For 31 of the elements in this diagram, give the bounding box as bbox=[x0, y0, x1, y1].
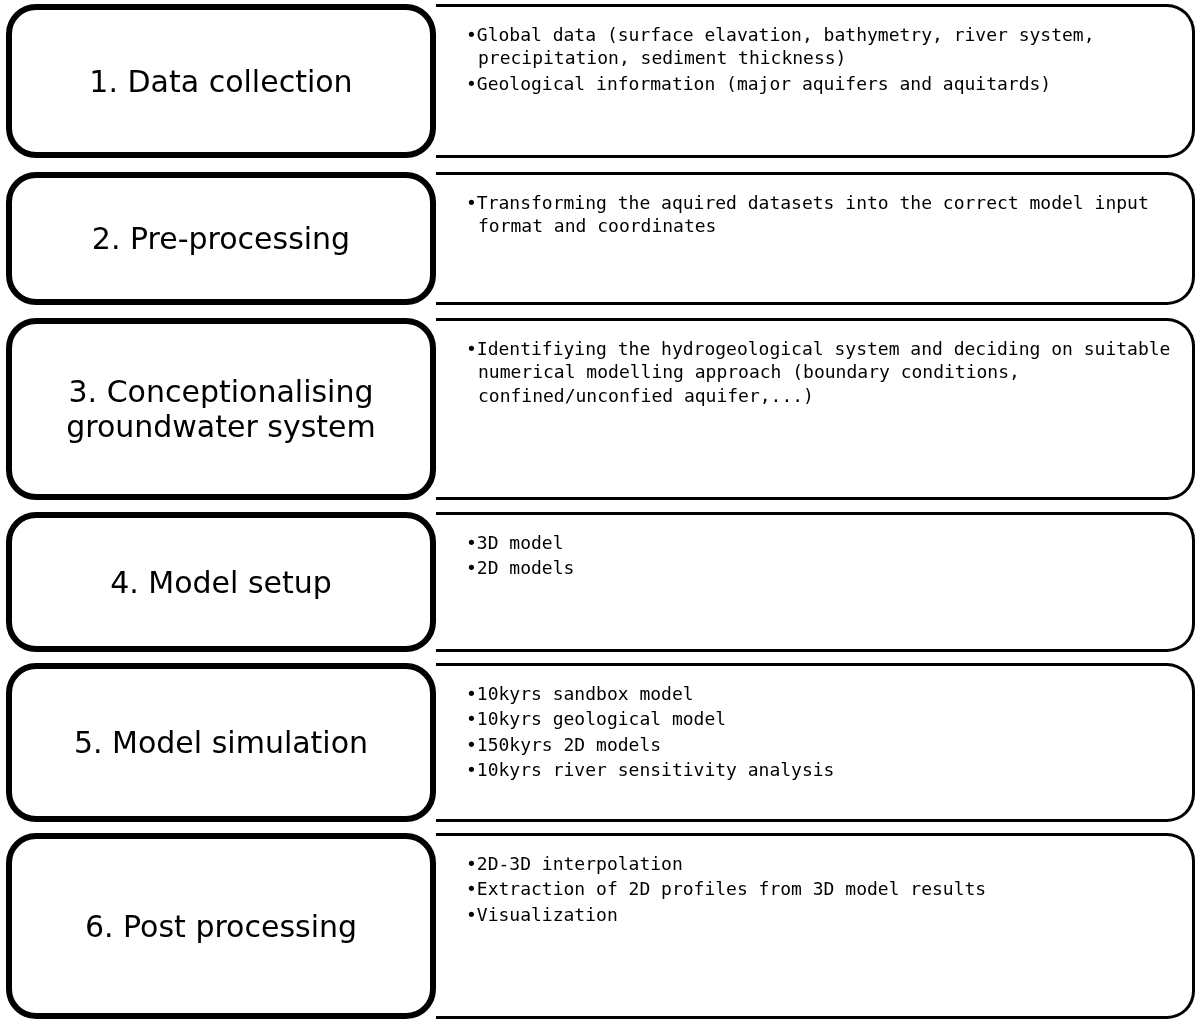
details-box bbox=[436, 172, 1195, 305]
details-box bbox=[436, 833, 1195, 1019]
step-box bbox=[6, 512, 436, 652]
step-title: 3. Conceptionalising groundwater system bbox=[65, 374, 377, 444]
step-title: 6. Post processing bbox=[84, 908, 358, 944]
bullet-item: •2D models bbox=[466, 556, 576, 580]
step-box bbox=[6, 318, 436, 500]
bullet-item: •2D-3D interpolation bbox=[466, 852, 684, 876]
step-box bbox=[6, 833, 436, 1019]
bullet-item: •Identifiying the hydrogeological system and deciding on suitable numerical modelling approach (boundary conditions, confined/unconfied aquifer,...) bbox=[466, 337, 1172, 408]
details-box bbox=[436, 663, 1195, 822]
bullet-item: •Geological information (major aquifers and aquitards) bbox=[466, 71, 1053, 96]
details-box bbox=[436, 512, 1195, 652]
step-box bbox=[6, 4, 436, 158]
details-box bbox=[436, 318, 1195, 500]
bullet-item: •Transforming the aquired datasets into the correct model input format and coordinates bbox=[466, 191, 1150, 238]
bullet-item: •Visualization bbox=[466, 902, 619, 927]
details-box bbox=[436, 4, 1195, 158]
step-title: 4. Model setup bbox=[110, 564, 332, 600]
step-title: 2. Pre-processing bbox=[91, 221, 351, 256]
step-box bbox=[6, 663, 436, 822]
bullet-item: •10kyrs geological model bbox=[466, 707, 728, 731]
step-title: 1. Data collection bbox=[89, 63, 353, 99]
step-title: 5. Model simulation bbox=[73, 725, 369, 760]
bullet-item: •3D model bbox=[466, 531, 565, 555]
bullet-item: •10kyrs river sensitivity analysis bbox=[466, 758, 836, 782]
bullet-item: •Extraction of 2D profiles from 3D model results bbox=[466, 877, 988, 901]
bullet-item: •10kyrs sandbox model bbox=[466, 682, 695, 706]
bullet-item: •Global data (surface elavation, bathymetry, river system, precipitation, sediment thickness) bbox=[466, 23, 1096, 70]
step-box bbox=[6, 172, 436, 305]
bullet-item: •150kyrs 2D models bbox=[466, 732, 663, 757]
